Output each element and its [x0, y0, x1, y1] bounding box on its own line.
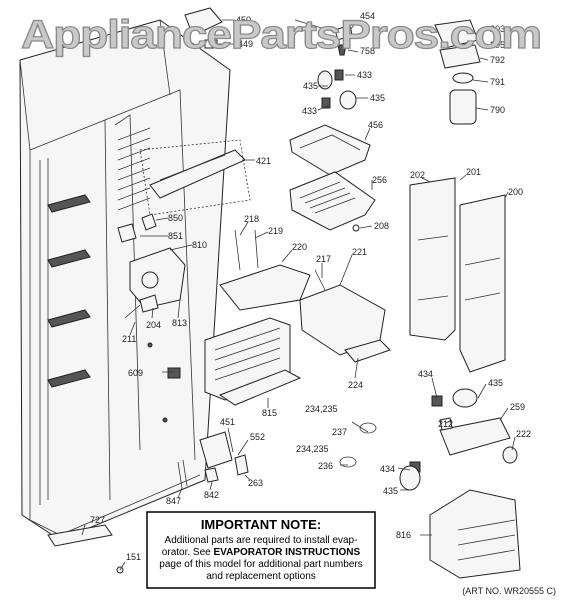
callout-label: 758 — [360, 46, 375, 56]
callout-label: 205 — [490, 40, 505, 50]
callout-label: 791 — [490, 77, 505, 87]
callout-label: 263 — [248, 478, 263, 488]
callout-label: 813 — [172, 318, 187, 328]
callout-label: 234,235 — [296, 444, 329, 454]
fan-bracket-screws — [124, 294, 159, 319]
part-456-cover — [289, 124, 371, 176]
callout-label: 609 — [128, 368, 143, 378]
callout-label: 850 — [168, 213, 183, 223]
art-number: (ART NO. WR20555 C) — [462, 586, 556, 596]
callout-label: 219 — [268, 226, 283, 236]
callout-label: 816 — [396, 530, 411, 540]
callout-label: 211 — [122, 334, 136, 344]
callout-label: 727 — [90, 515, 105, 525]
damper-assembly — [434, 19, 481, 125]
callout-label: 421 — [256, 156, 271, 166]
callout-label: 222 — [516, 429, 531, 439]
callout-label: 200 — [508, 187, 523, 197]
callout-label: 851 — [168, 231, 183, 241]
part-609-thermostat — [167, 367, 181, 379]
part-815-evaporator — [204, 317, 302, 406]
callout-label: 237 — [332, 427, 347, 437]
callout-label: 435 — [370, 93, 385, 103]
callout-label: 221 — [352, 247, 367, 257]
callout-label: 434 — [418, 369, 433, 379]
part-218-220-tray — [219, 229, 311, 311]
callout-label: 433 — [357, 70, 372, 80]
callout-label: 847 — [166, 496, 181, 506]
part-224-bracket — [344, 339, 391, 363]
note-line-2: orator. See EVAPORATOR INSTRUCTIONS — [162, 547, 361, 558]
important-note-box: IMPORTANT NOTE: Additional parts are req… — [146, 511, 376, 589]
top-components — [184, 7, 353, 56]
callout-label: 451 — [220, 417, 235, 427]
wire-harness-parts — [339, 422, 377, 468]
callout-label: 434 — [380, 464, 395, 474]
callout-label: 815 — [262, 408, 277, 418]
callout-label: 435 — [383, 486, 398, 496]
callout-label: 208 — [374, 221, 389, 231]
note-line-1: Additional parts are required to install… — [165, 535, 358, 546]
callout-label: 259 — [510, 402, 525, 412]
callout-label: 151 — [126, 552, 141, 562]
callout-label: 449 — [238, 39, 253, 49]
callout-label: 201 — [466, 167, 481, 177]
callout-label: 552 — [250, 432, 265, 442]
callout-label: 217 — [316, 254, 331, 264]
callout-label: 203 — [490, 24, 505, 34]
watermark: AppliancePartsPros.com — [21, 13, 541, 57]
callout-label: 236 — [318, 461, 333, 471]
callout-labels: 450 449 454 758 203 205 792 791 790 433 … — [90, 11, 531, 562]
callout-label: 810 — [192, 240, 207, 250]
callout-label: 218 — [244, 214, 259, 224]
refrigerator-case — [19, 19, 231, 541]
part-259-cover — [439, 417, 518, 464]
leader-lines — [81, 19, 516, 571]
defrost-components — [177, 431, 249, 489]
part-256-shield — [289, 171, 376, 232]
callout-label: 202 — [410, 170, 425, 180]
part-202-201-liners — [409, 177, 506, 373]
callout-label: 204 — [146, 320, 161, 330]
callout-label: 433 — [302, 106, 317, 116]
callout-label: 450 — [236, 15, 251, 25]
lamp-sockets-right — [399, 388, 478, 491]
part-816-cover — [429, 489, 521, 579]
note-title: IMPORTANT NOTE: — [201, 517, 321, 532]
callout-label: 435 — [488, 378, 503, 388]
callout-label: 212 — [438, 419, 453, 429]
evaporator-cover-ribs — [117, 127, 151, 211]
fan-motor-assembly — [117, 213, 186, 309]
lamp-sockets-top — [317, 69, 357, 110]
callout-label: 256 — [372, 175, 387, 185]
callout-label: 792 — [490, 55, 505, 65]
callout-label: 790 — [490, 105, 505, 115]
callout-label: 454 — [360, 11, 375, 21]
callout-label: 234,235 — [305, 404, 338, 414]
callout-label: 435 — [303, 81, 318, 91]
callout-label: 224 — [348, 380, 363, 390]
callout-label: 456 — [368, 120, 383, 130]
callout-label: 220 — [292, 242, 307, 252]
note-line-4: and replacement options — [206, 571, 316, 582]
note-line-3: page of this model for additional part n… — [159, 559, 362, 570]
callout-label: 842 — [204, 490, 219, 500]
